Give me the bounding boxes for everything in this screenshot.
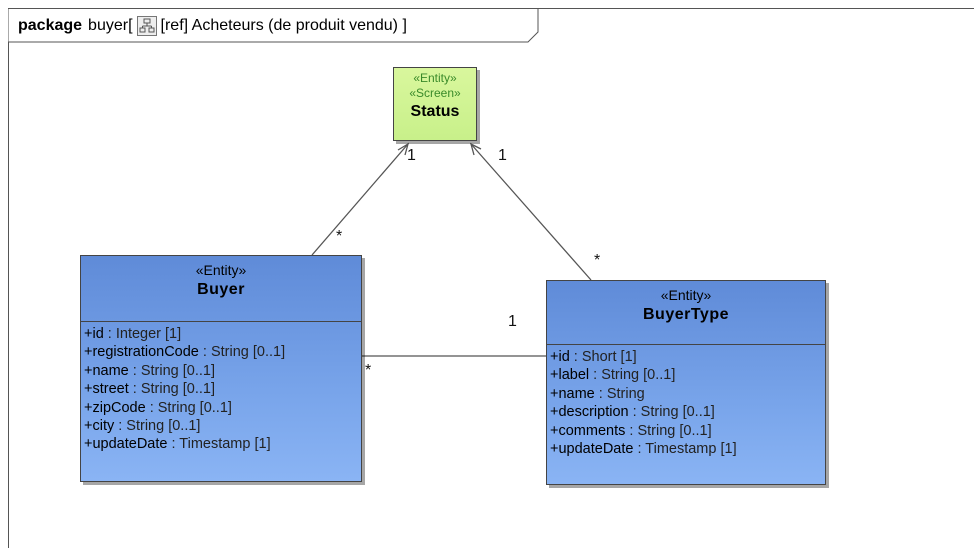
package-ref-text: [ref] Acheteurs (de produit vendu) ] xyxy=(160,17,407,34)
buyer-status-arrowhead xyxy=(397,142,410,156)
package-tab: package buyer [ [ref] Acheteurs (de prod… xyxy=(8,8,539,43)
attribute-type: : Integer [1] xyxy=(103,326,182,342)
buyer-class[interactable]: «Entity» Buyer +id : Integer [1] +regist… xyxy=(80,255,362,482)
package-label: package buyer [ [ref] Acheteurs (de prod… xyxy=(18,16,407,36)
attribute-row: +name : String xyxy=(550,385,825,403)
attribute-name: +comments xyxy=(550,422,626,439)
attribute-type: : Timestamp [1] xyxy=(167,436,271,453)
attribute-type: : String [0..1] xyxy=(114,418,201,435)
multiplicity-buyer-buyertype-type-end: 1 xyxy=(508,313,517,330)
buyertype-status-arrowhead xyxy=(469,142,482,156)
attribute-name: +label xyxy=(550,367,590,384)
package-open-bracket: [ xyxy=(128,17,133,34)
attribute-name: +city xyxy=(84,418,115,435)
attribute-type: : String [0..1] xyxy=(128,381,215,398)
multiplicity-buyertype-status-source: * xyxy=(594,252,601,269)
attribute-row: +description : String [0..1] xyxy=(550,403,825,421)
attribute-name: +zipCode xyxy=(84,399,146,416)
attribute-row: +updateDate : Timestamp [1] xyxy=(550,440,825,458)
status-stereotype-screen: «Screen» xyxy=(409,86,461,100)
buyer-class-name: Buyer xyxy=(197,281,245,298)
diagram-icon xyxy=(136,16,157,36)
package-name: buyer xyxy=(88,17,129,34)
status-stereotype-entity: «Entity» xyxy=(413,71,457,85)
attribute-name: +name xyxy=(550,385,595,402)
attribute-name: +description xyxy=(550,404,629,421)
buyertype-stereotype: «Entity» xyxy=(660,287,712,303)
attribute-type: : String [0..1] xyxy=(145,399,232,416)
status-class-name: Status xyxy=(410,103,460,120)
buyertype-class-header: «Entity» BuyerType xyxy=(547,281,825,344)
attribute-row: +zipCode : String [0..1] xyxy=(84,399,361,417)
buyertype-attributes: +id : Short [1] +label : String [0..1] +… xyxy=(547,344,825,458)
attribute-type: : String [0..1] xyxy=(628,404,715,421)
attribute-row: +city : String [0..1] xyxy=(84,417,361,435)
buyer-attributes: +id : Integer [1] +registrationCode : St… xyxy=(81,321,361,454)
attribute-row: +comments : String [0..1] xyxy=(550,422,825,440)
attribute-name: +street xyxy=(84,381,129,398)
attribute-name: +updateDate xyxy=(84,436,168,453)
attribute-name: +registrationCode xyxy=(84,344,199,361)
buyertype-class-name: BuyerType xyxy=(642,306,729,323)
multiplicity-buyer-buyertype-buyer-end: * xyxy=(365,362,372,379)
attribute-name: +id xyxy=(84,326,104,342)
multiplicity-buyer-status-source: * xyxy=(336,228,343,245)
attribute-name: +name xyxy=(84,362,129,379)
attribute-type: : String [0..1] xyxy=(128,362,215,379)
attribute-row: +street : String [0..1] xyxy=(84,380,361,398)
attribute-row: +registrationCode : String [0..1] xyxy=(84,343,361,361)
status-class[interactable]: «Entity» «Screen» Status xyxy=(393,67,477,141)
attribute-type: : String [0..1] xyxy=(589,367,676,384)
attribute-row: +id : Integer [1] xyxy=(84,325,361,343)
multiplicity-buyertype-status-target: 1 xyxy=(498,147,507,164)
attribute-row: +name : String [0..1] xyxy=(84,362,361,380)
buyertype-class[interactable]: «Entity» BuyerType +id : Short [1] +labe… xyxy=(546,280,826,485)
buyer-status-association xyxy=(311,143,409,256)
attribute-type: : String [0..1] xyxy=(625,422,712,439)
buyer-stereotype: «Entity» xyxy=(195,262,247,278)
attribute-row: +id : Short [1] xyxy=(550,348,825,366)
package-keyword: package xyxy=(18,17,83,34)
buyer-class-header: «Entity» Buyer xyxy=(81,256,361,321)
attribute-row: +updateDate : Timestamp [1] xyxy=(84,435,361,453)
attribute-type: : String [0..1] xyxy=(198,344,286,361)
multiplicity-buyer-status-target: 1 xyxy=(407,147,416,164)
attribute-name: +updateDate xyxy=(550,441,634,458)
attribute-name: +id xyxy=(550,349,570,365)
attribute-type: : Short [1] xyxy=(569,349,637,365)
attribute-type: : Timestamp [1] xyxy=(633,441,737,458)
buyertype-status-association xyxy=(470,143,592,281)
attribute-row: +label : String [0..1] xyxy=(550,366,825,384)
attribute-type: : String xyxy=(594,385,645,402)
